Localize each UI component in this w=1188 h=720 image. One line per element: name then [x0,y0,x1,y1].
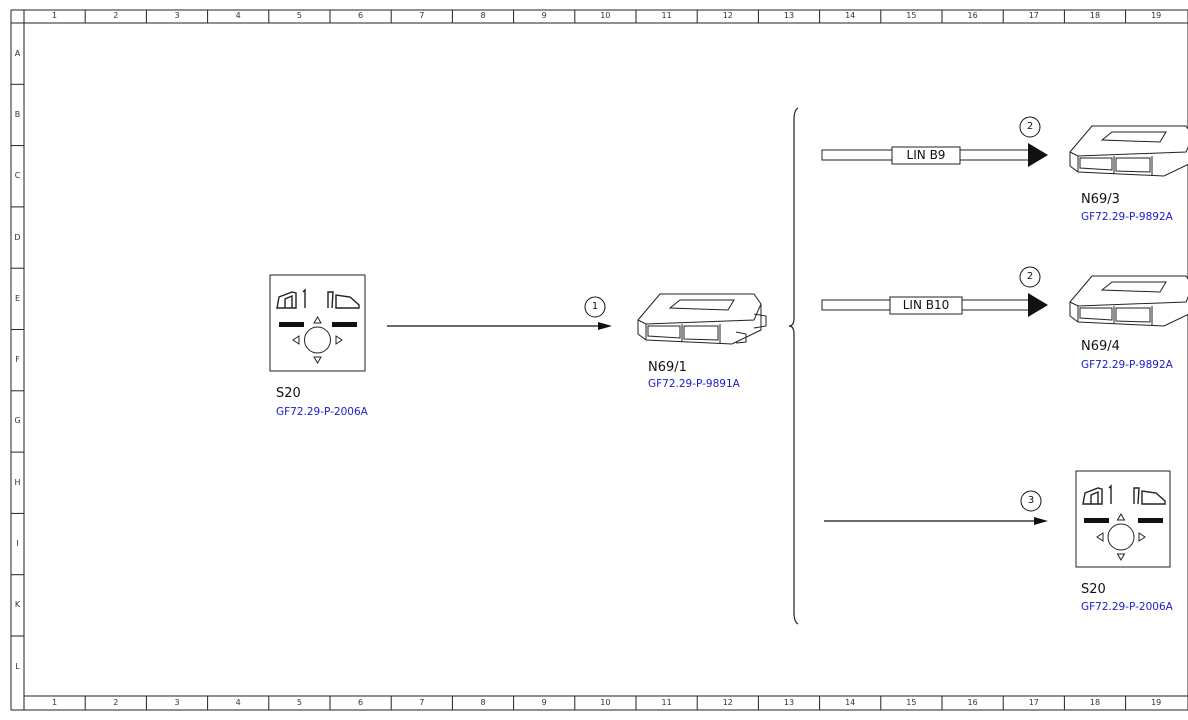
callout-2-upper: 2 [1026,121,1034,132]
control-unit-n69-4[interactable] [1069,275,1188,327]
callout-1: 1 [591,301,599,312]
row-label: D [14,232,21,242]
column-label: 16 [967,11,978,20]
column-label: 15 [906,698,917,707]
column-label: 6 [358,698,364,707]
column-label: 2 [113,698,119,707]
mirror-right-icon [1133,487,1166,505]
control-unit-n69-3[interactable] [1069,125,1188,177]
s20-right-ref-link[interactable]: GF72.29-P-2006A [1081,601,1173,613]
n69-1-label: N69/1 [648,360,687,375]
callout-2-lower: 2 [1026,271,1034,282]
mirror-right-icon [327,291,360,309]
column-label: 16 [967,698,978,707]
n69-4-label: N69/4 [1081,339,1120,354]
n69-3-label: N69/3 [1081,192,1120,207]
column-label: 3 [174,698,180,707]
column-label: 14 [845,11,856,20]
n69-3-ref-link[interactable]: GF72.29-P-9892A [1081,211,1173,223]
column-label: 18 [1089,11,1101,20]
switch-s20-left[interactable] [269,274,366,372]
column-label: 19 [1151,698,1162,707]
mirror-left-icon [1082,487,1103,505]
column-label: 12 [722,698,733,707]
column-label: 12 [722,11,733,20]
column-label: 5 [296,11,302,20]
direction-pad-icon [1107,523,1135,551]
column-label: 13 [783,698,795,707]
column-label: 17 [1028,11,1039,20]
row-label: K [14,600,21,610]
column-label: 10 [600,698,611,707]
row-label: B [14,109,21,119]
row-label: E [14,293,21,303]
s20-left-ref-link[interactable]: GF72.29-P-2006A [276,406,368,418]
column-label: 11 [661,11,672,20]
column-label: 1 [52,698,58,707]
row-label: G [14,416,21,426]
branch-brace [788,107,799,625]
column-label: 8 [480,698,486,707]
row-label: I [16,539,19,549]
column-label: 5 [296,698,302,707]
column-label: 18 [1089,698,1101,707]
direction-pad-icon [304,326,331,354]
column-label: 2 [113,11,119,20]
column-label: 14 [845,698,856,707]
column-label: 8 [480,11,486,20]
control-unit-n69-1[interactable] [637,293,767,345]
s20-right-label: S20 [1081,582,1106,597]
outer-frame [10,9,1188,711]
column-label: 9 [541,11,547,20]
column-label: 7 [419,11,425,20]
lin-b10-label: LIN B10 [902,298,950,312]
inner-frame [23,22,1188,697]
column-label: 9 [541,698,547,707]
column-label: 3 [174,11,180,20]
row-grid-ticks [11,22,24,637]
row-label: H [14,477,21,487]
row-label: C [14,171,21,181]
column-label: 6 [358,11,364,20]
switch-s20-right[interactable] [1075,470,1171,568]
row-label: L [15,661,20,671]
column-label: 7 [419,698,425,707]
column-label: 17 [1028,698,1039,707]
s20-left-label: S20 [276,386,301,401]
column-label: 10 [600,11,611,20]
column-label: 15 [906,11,917,20]
mirror-left-icon [276,291,297,309]
n69-1-ref-link[interactable]: GF72.29-P-9891A [648,378,740,390]
lin-b9-label: LIN B9 [906,148,946,162]
column-label: 4 [235,11,241,20]
column-label: 19 [1151,11,1162,20]
column-label: 1 [52,11,58,20]
column-label: 11 [661,698,672,707]
column-label: 4 [235,698,241,707]
n69-4-ref-link[interactable]: GF72.29-P-9892A [1081,359,1173,371]
row-label: F [15,355,20,365]
column-grid-ticks [23,10,1127,710]
callout-3: 3 [1027,495,1035,506]
row-label: A [14,48,21,58]
column-label: 13 [783,11,795,20]
